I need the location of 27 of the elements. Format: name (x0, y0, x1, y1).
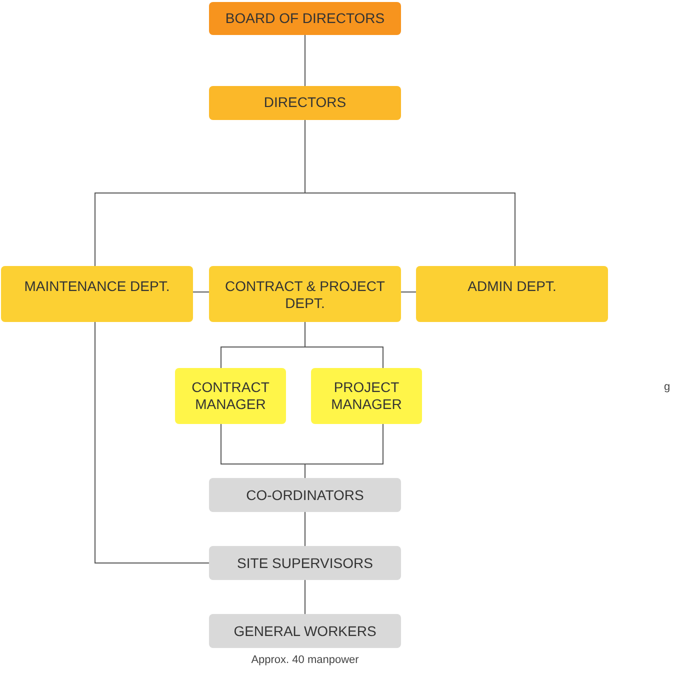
connector-line (94, 322, 210, 564)
connector-line (304, 424, 384, 478)
box-label: BOARD OF DIRECTORS (224, 10, 386, 27)
org-chart-box (209, 266, 401, 322)
connector-line (304, 512, 306, 546)
box-label: MAINTENANCE DEPT. (23, 278, 171, 295)
box-label: ADMIN DEPT. (466, 278, 558, 295)
stray-text: g (664, 381, 670, 393)
org-chart-box (311, 368, 422, 424)
org-chart-box (209, 546, 401, 580)
box-label: CO-ORDINATORS (245, 487, 365, 504)
org-chart-box (209, 614, 401, 648)
box-label: PROJECT MANAGER (330, 379, 403, 413)
box-label: SITE SUPERVISORS (236, 555, 374, 572)
org-chart-box (209, 86, 401, 120)
org-chart-box (209, 478, 401, 512)
box-label: CONTRACT MANAGER (190, 379, 270, 413)
box-label: DIRECTORS (262, 94, 348, 111)
connector-line (304, 580, 306, 614)
box-label: CONTRACT & PROJECT DEPT. (224, 278, 386, 312)
org-chart-box (416, 266, 608, 322)
org-chart-box (209, 2, 401, 35)
box-label: GENERAL WORKERS (232, 623, 378, 640)
connector-line (304, 34, 306, 86)
org-chart-box (175, 368, 286, 424)
org-chart-box (1, 266, 193, 322)
note-text: Approx. 40 manpower (251, 654, 359, 666)
